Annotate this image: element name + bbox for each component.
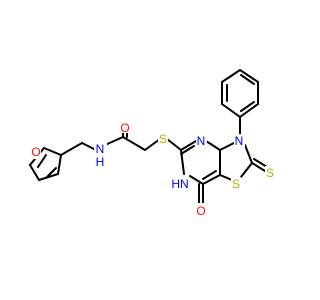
bond — [57, 154, 62, 175]
atom-label: S — [232, 177, 240, 191]
bonds — [29, 69, 268, 204]
atom-label: N — [197, 134, 206, 148]
bond — [240, 74, 255, 85]
atom-label: O — [196, 204, 205, 218]
atom-pyrimidine-nh: HN — [171, 177, 189, 191]
bond — [180, 145, 195, 155]
atom-label: O — [120, 121, 129, 135]
atom-thione-sulfur: S — [265, 166, 275, 180]
bond — [239, 69, 259, 83]
bond — [46, 167, 57, 178]
bond — [219, 174, 233, 181]
atom-label: O — [31, 145, 40, 159]
bond — [104, 136, 124, 146]
bond — [240, 101, 255, 112]
bond — [144, 138, 161, 151]
bond — [205, 140, 221, 151]
atom-furan-oxygen: O — [31, 145, 41, 159]
bond — [251, 162, 266, 172]
bond — [240, 162, 253, 178]
bond — [221, 69, 241, 83]
bond — [122, 136, 146, 151]
bond — [189, 175, 204, 185]
bond — [43, 147, 62, 156]
bond — [244, 144, 253, 164]
bond — [81, 142, 97, 151]
bond — [239, 103, 259, 118]
atom-keto-oxygen: O — [196, 203, 207, 218]
bond — [253, 158, 268, 168]
atom-label: S — [159, 132, 167, 146]
atom-pyrimidine-nitrogen: N — [196, 134, 207, 148]
bond — [202, 174, 221, 185]
atom-label: S — [266, 166, 274, 180]
bond — [166, 138, 182, 151]
atom-thioether-sulfur: S — [158, 132, 168, 146]
bond — [202, 170, 217, 180]
bond — [180, 149, 185, 175]
atom-label: HN — [171, 177, 188, 191]
bond — [38, 173, 59, 181]
bond — [180, 140, 197, 151]
atom-thiazole-sulfur: S — [231, 177, 241, 191]
bond — [37, 154, 47, 168]
atom-thiazole-nitrogen: N — [234, 134, 245, 148]
atom-label: N — [235, 134, 244, 148]
atom-amide-oxygen: O — [119, 118, 130, 135]
bond — [29, 164, 40, 181]
bond — [219, 141, 237, 151]
bond — [221, 103, 241, 118]
bond — [60, 142, 83, 156]
